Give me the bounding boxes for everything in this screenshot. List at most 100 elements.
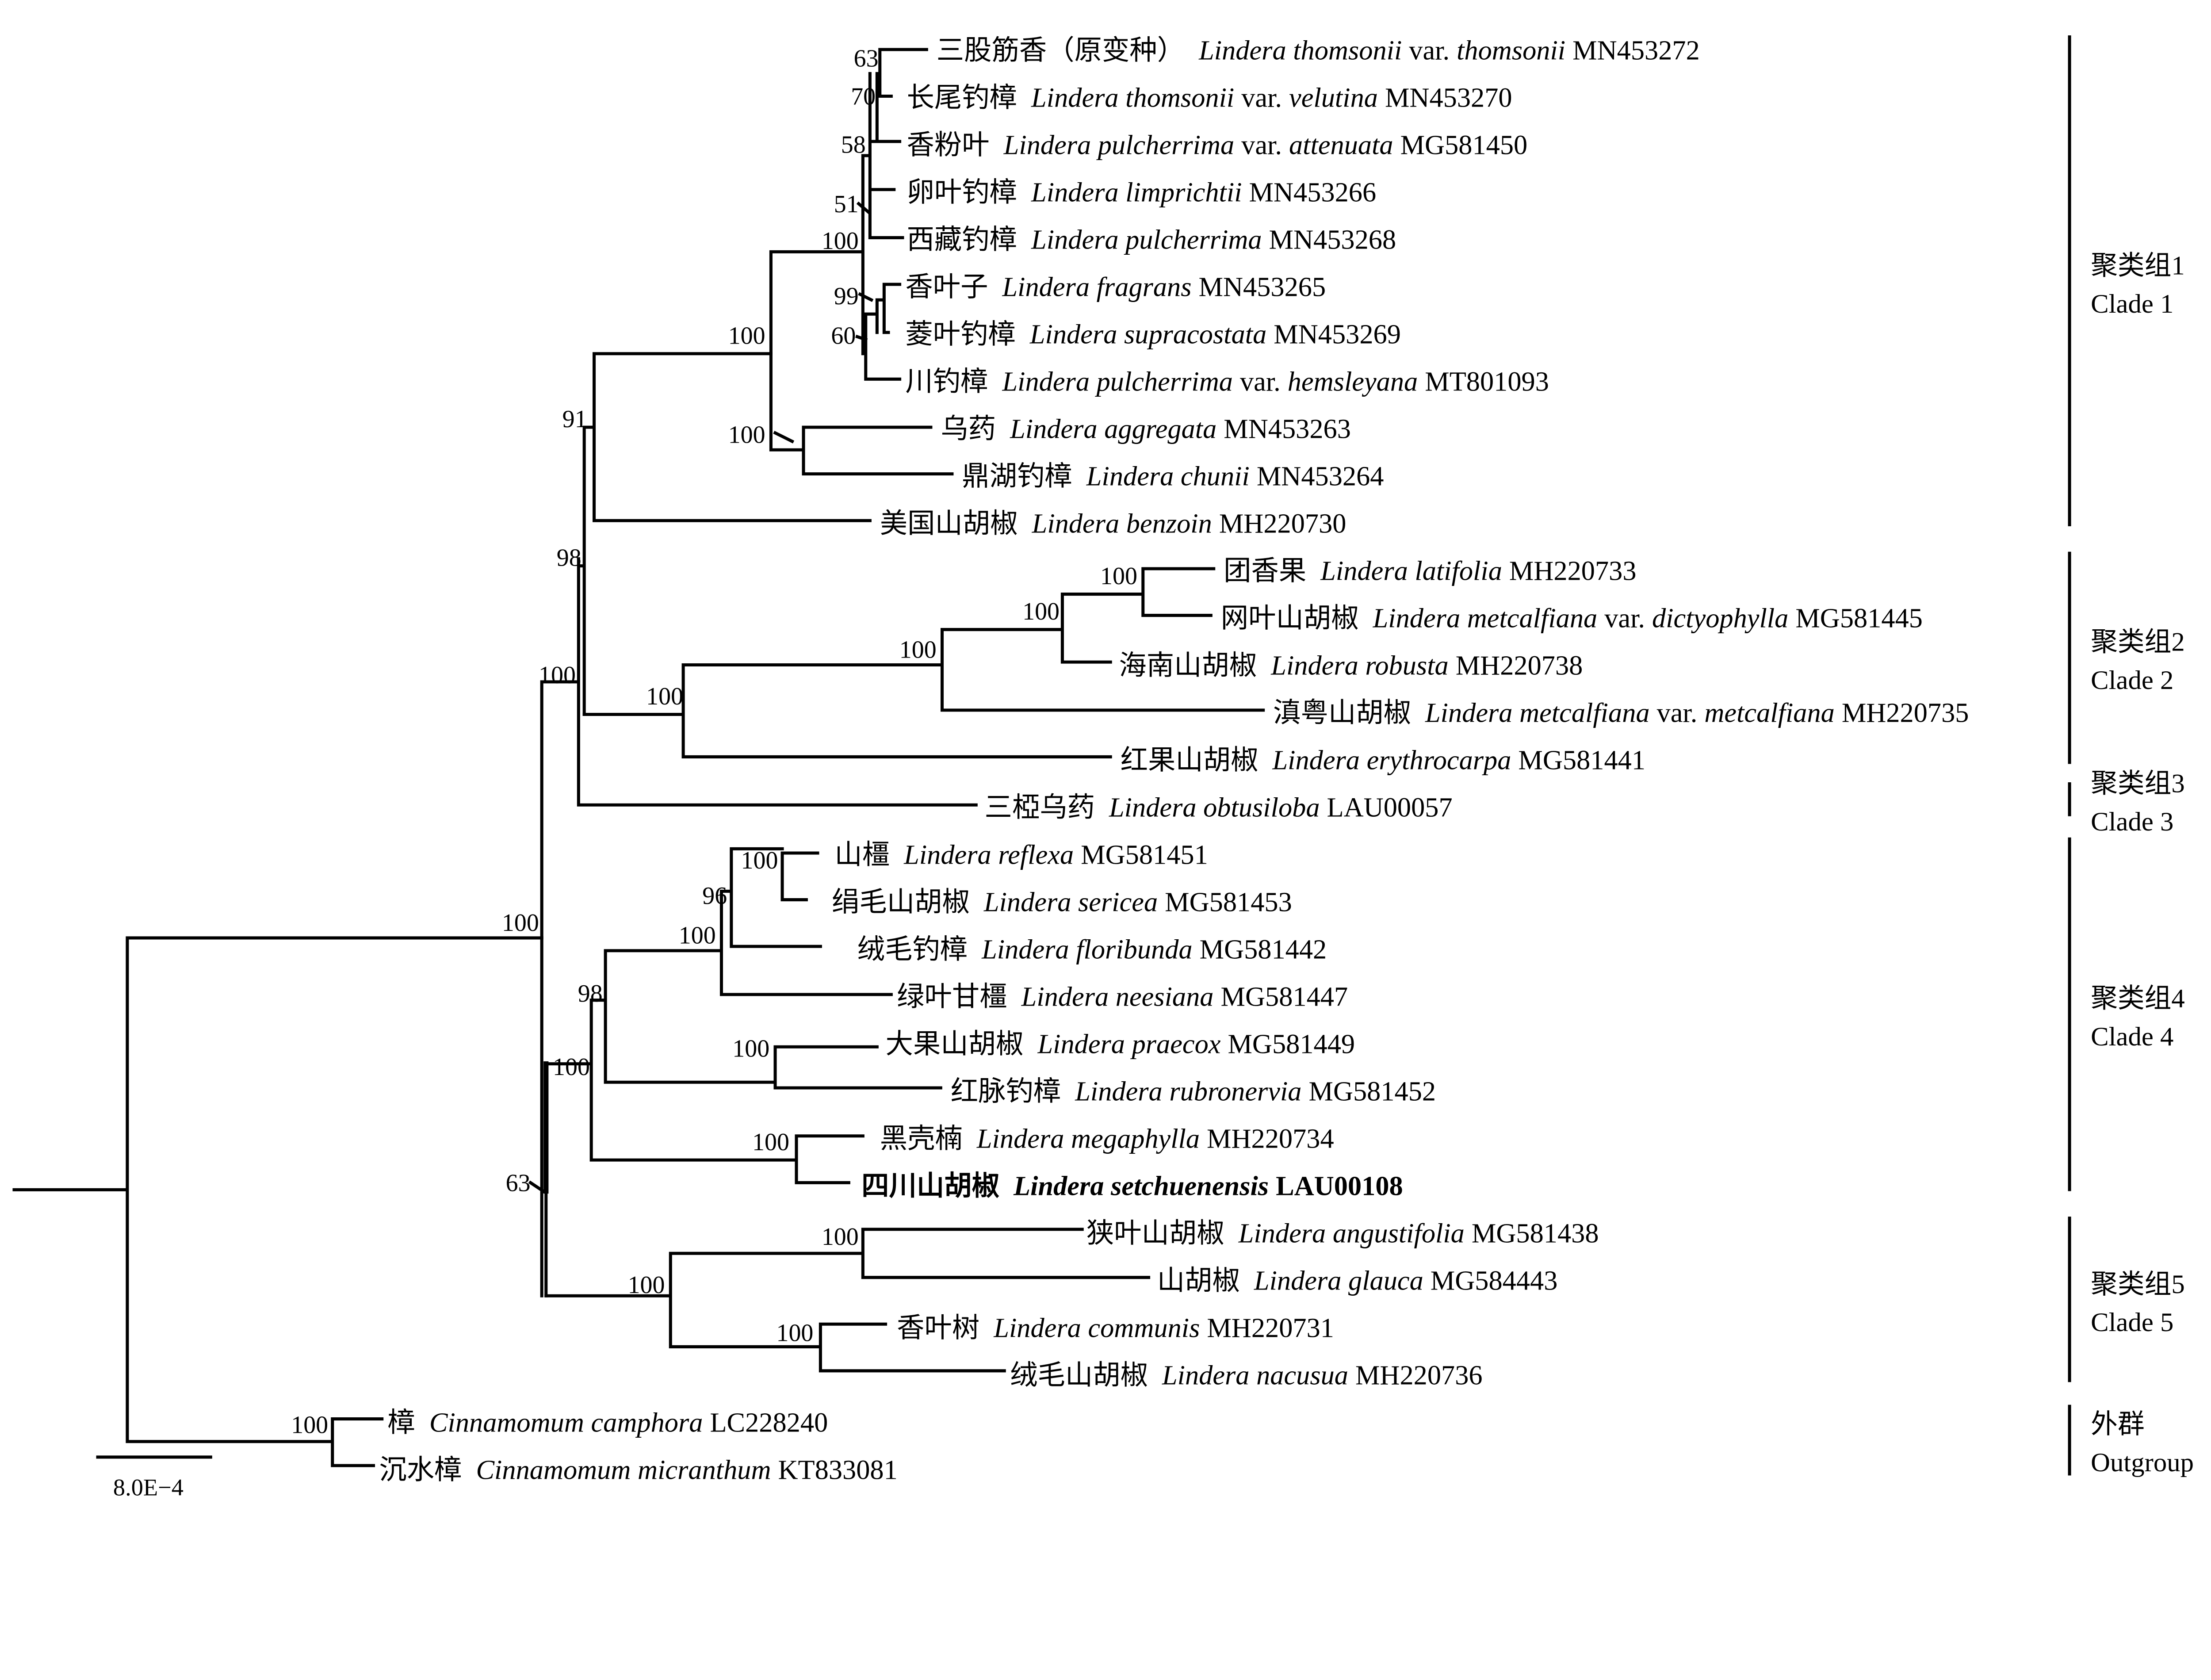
clade-name-en: Clade 5 — [2091, 1308, 2173, 1337]
bootstrap-value: 100 — [646, 683, 683, 710]
chinese-name: 香叶树 — [897, 1313, 979, 1343]
species-name: Lindera nacusua — [1162, 1360, 1348, 1391]
root-branches — [12, 936, 543, 1467]
species-name: Lindera angustifolia — [1238, 1218, 1465, 1249]
variety-name: hemsleyana — [1288, 367, 1418, 397]
accession-number: MG581449 — [1228, 1029, 1355, 1060]
chinese-name: 长尾钓樟 — [907, 83, 1018, 113]
species-name: Lindera pulcherrima — [1002, 367, 1233, 397]
bootstrap-value: 91 — [562, 406, 587, 433]
bootstrap-value: 96 — [702, 882, 727, 910]
species-name: Lindera sericea — [983, 887, 1158, 917]
bootstrap-value: 100 — [291, 1412, 328, 1439]
chinese-name: 绒毛山胡椒 — [1010, 1360, 1148, 1391]
species-name: Cinnamomum micranthum — [476, 1455, 771, 1485]
accession-number: MG581453 — [1165, 887, 1292, 917]
species-name: Lindera metcalfiana — [1425, 697, 1650, 728]
bootstrap-value: 70 — [851, 83, 876, 111]
species-name: Lindera robusta — [1270, 651, 1448, 681]
chinese-name: 四川山胡椒 — [861, 1171, 999, 1201]
bootstrap-value: 100 — [502, 909, 539, 937]
clade5-branches — [544, 1228, 1151, 1373]
accession-number: LC228240 — [710, 1408, 828, 1438]
clade2-branches — [582, 567, 1265, 758]
accession-number: MH220734 — [1207, 1124, 1334, 1154]
var-marker: var. — [1409, 35, 1450, 65]
clade-name-cn: 聚类组1 — [2091, 251, 2185, 281]
chinese-name: 绢毛山胡椒 — [832, 887, 970, 917]
chinese-name: 绒毛钓樟 — [857, 934, 968, 965]
species-name: Lindera benzoin — [1032, 508, 1212, 539]
bootstrap-value: 100 — [741, 847, 778, 874]
chinese-name: 黑壳楠 — [880, 1124, 963, 1154]
bootstrap-value: 99 — [834, 283, 859, 310]
chinese-name: 樟 — [388, 1408, 415, 1438]
chinese-name: 大果山胡椒 — [886, 1029, 1024, 1060]
species-name: Cinnamomum camphora — [429, 1408, 703, 1438]
accession-number: MH220733 — [1509, 556, 1637, 586]
accession-number: MG581451 — [1081, 840, 1208, 870]
var-marker: var. — [1657, 697, 1698, 728]
node-ticks — [528, 201, 874, 1194]
accession-number: MH220730 — [1219, 508, 1346, 539]
bootstrap-value: 63 — [854, 45, 879, 72]
accession-number: MN453269 — [1274, 319, 1401, 349]
bootstrap-value: 98 — [578, 980, 603, 1007]
accession-number: MN453263 — [1224, 413, 1351, 444]
variety-name: metcalfiana — [1704, 697, 1834, 728]
species-name: Lindera praecox — [1037, 1029, 1220, 1060]
chinese-name: 红果山胡椒 — [1121, 745, 1259, 776]
bootstrap-value: 100 — [728, 322, 765, 349]
species-name: Lindera pulcherrima — [1031, 224, 1262, 255]
chinese-name: 乌药 — [941, 413, 996, 444]
accession-number: MN453266 — [1249, 177, 1377, 208]
ingroup-branches — [540, 352, 978, 1297]
var-marker: var. — [1241, 83, 1282, 113]
bootstrap-value: 100 — [899, 636, 937, 664]
bootstrap-value: 100 — [752, 1129, 789, 1156]
chinese-name: 狭叶山胡椒 — [1086, 1218, 1224, 1249]
bootstrap-value: 58 — [841, 131, 866, 158]
accession-number: MG581450 — [1400, 130, 1528, 160]
accession-number: MG581441 — [1518, 745, 1645, 776]
chinese-name: 网叶山胡椒 — [1221, 603, 1359, 633]
var-marker: var. — [1240, 367, 1281, 397]
clade-name-en: Clade 2 — [2091, 666, 2173, 695]
accession-number: MN453270 — [1385, 83, 1512, 113]
variety-name: thomsonii — [1457, 35, 1565, 65]
species-name: Lindera rubronervia — [1075, 1076, 1301, 1106]
accession-number: MN453264 — [1257, 461, 1384, 492]
variety-name: velutina — [1289, 83, 1378, 113]
chinese-name: 山胡椒 — [1157, 1266, 1240, 1296]
species-name: Lindera setchuenensis — [1013, 1171, 1269, 1201]
chinese-name: 三椏乌药 — [984, 792, 1095, 823]
chinese-name: 香粉叶 — [907, 130, 990, 160]
chinese-name: 红脉钓樟 — [951, 1076, 1061, 1106]
chinese-name: 绿叶甘橿 — [897, 981, 1007, 1012]
accession-number: MN453268 — [1269, 224, 1396, 255]
bootstrap-value: 60 — [831, 322, 856, 349]
species-name: Lindera megaphylla — [976, 1124, 1200, 1154]
chinese-name: 川钓樟 — [905, 367, 988, 397]
accession-number: MG581442 — [1200, 934, 1327, 965]
